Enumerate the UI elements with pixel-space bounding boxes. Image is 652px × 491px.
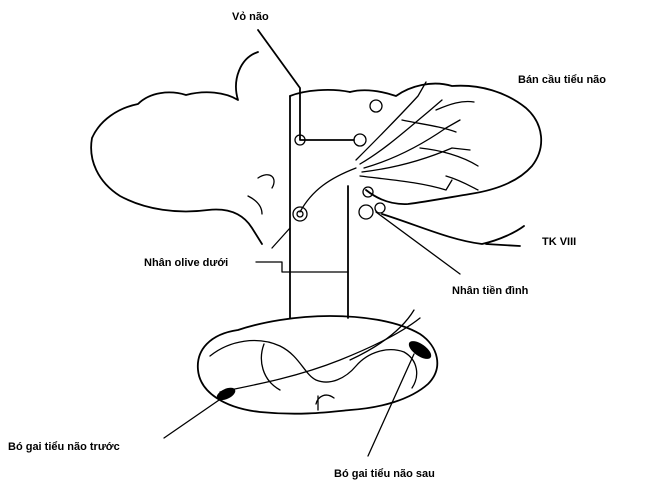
spinal-cord-inner [210, 341, 417, 404]
left-cerebellar-hemisphere [91, 52, 262, 244]
hemisphere-neuron [370, 100, 382, 112]
label-cortex: Vỏ não [232, 12, 269, 23]
vestibular-nucleus-cell-2 [359, 205, 373, 219]
olive-bracket [256, 228, 348, 272]
posterior-tract-pointer [368, 354, 414, 456]
vestibular-nerve [382, 214, 524, 246]
inferior-olive-nucleus [293, 207, 307, 221]
label-posterior-spinocerebellar: Bó gai tiểu não sau [334, 469, 435, 480]
label-vestibular-nerve: TK VIII [542, 237, 576, 248]
pontine-neuron [354, 134, 366, 146]
right-cerebellar-hemisphere [350, 84, 541, 204]
label-cerebellar-hemisphere: Bán cầu tiểu não [518, 75, 606, 86]
label-anterior-spinocerebellar: Bó gai tiểu não trước [8, 442, 120, 453]
anterior-tract-pointer [164, 398, 222, 438]
label-vestibular-nucleus: Nhân tiền đình [452, 286, 528, 297]
brainstem-top [290, 90, 350, 96]
vestibular-pointer [376, 212, 460, 274]
label-inferior-olive: Nhân olive dưới [144, 258, 228, 269]
posterior-tract-blob [406, 338, 434, 363]
left-hemisphere-fold [248, 175, 274, 214]
right-hemisphere-folia [402, 101, 478, 190]
cortex-projection-line [258, 30, 354, 140]
vestibular-nucleus-cell-3 [375, 203, 385, 213]
cerebellar-fibers [356, 82, 470, 190]
